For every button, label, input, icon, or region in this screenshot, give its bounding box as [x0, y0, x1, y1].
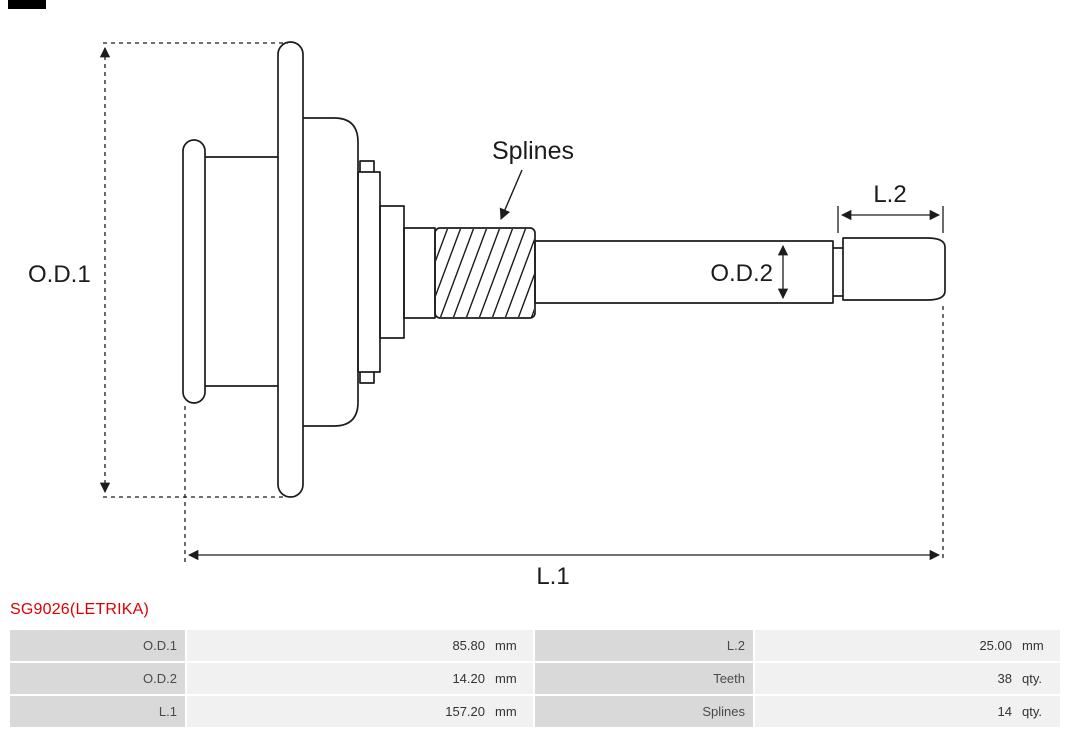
- l2-label: L.2: [873, 181, 906, 208]
- spec-od2-value: 14.20 mm: [187, 663, 533, 694]
- spec-splines-value: 14 qty.: [755, 696, 1060, 727]
- spec-table: O.D.1 85.80 mm L.2 25.00 mm O.D.2 14.20 …: [10, 630, 1060, 727]
- pulley-outer-flange: [277, 41, 304, 498]
- pulley-inner-flange: [182, 139, 206, 404]
- spec-splines-label: Splines: [535, 696, 753, 727]
- spec-l2-value: 25.00 mm: [755, 630, 1060, 661]
- spec-value-text: 14: [997, 704, 1012, 719]
- spline-collar: [403, 227, 436, 319]
- od2-label: O.D.2: [710, 260, 773, 287]
- spec-unit-text: mm: [495, 704, 517, 719]
- spec-label-text: Teeth: [713, 671, 745, 686]
- spec-label-text: L.1: [158, 704, 177, 719]
- spec-teeth-label: Teeth: [535, 663, 753, 694]
- spec-unit-text: qty.: [1022, 671, 1042, 686]
- spec-unit-text: mm: [1022, 638, 1044, 653]
- technical-drawing: O.D.1 O.D.2 L.2 L.1 Splines: [28, 41, 946, 590]
- spec-l2-label: L.2: [535, 630, 753, 661]
- od1-label: O.D.1: [28, 261, 91, 288]
- spec-od1-label: O.D.1: [10, 630, 185, 661]
- l1-label: L.1: [536, 563, 569, 590]
- spline-hatching: [436, 229, 534, 317]
- dimension-l1: [184, 306, 944, 562]
- spec-unit-text: mm: [495, 638, 517, 653]
- spec-label-text: O.D.2: [143, 671, 177, 686]
- body-step-2: [379, 205, 405, 339]
- spec-label-text: O.D.1: [143, 638, 177, 653]
- spec-value-text: 38: [997, 671, 1012, 686]
- spec-label-text: Splines: [702, 704, 745, 719]
- spec-l1-value: 157.20 mm: [187, 696, 533, 727]
- splines-label: Splines: [492, 137, 574, 165]
- spec-unit-text: qty.: [1022, 704, 1042, 719]
- shaft: [534, 240, 834, 304]
- body-tab-top: [359, 160, 375, 172]
- drive-body: [303, 117, 359, 427]
- spec-od2-label: O.D.2: [10, 663, 185, 694]
- logo-mark: [8, 0, 46, 9]
- splines-arrow: [499, 169, 523, 221]
- spec-od1-value: 85.80 mm: [187, 630, 533, 661]
- part-outline: [182, 41, 946, 498]
- body-tab-bottom: [359, 372, 375, 384]
- part-number: SG9026(LETRIKA): [10, 601, 150, 618]
- spec-label-text: L.2: [726, 638, 745, 653]
- spec-value-text: 85.80: [452, 638, 485, 653]
- body-step-1: [357, 171, 381, 373]
- shaft-end-journal: [842, 237, 946, 301]
- spec-value-text: 25.00: [979, 638, 1012, 653]
- spec-unit-text: mm: [495, 671, 517, 686]
- dimension-l2: [837, 206, 944, 233]
- spec-value-text: 14.20: [452, 671, 485, 686]
- dimension-od1: [99, 42, 288, 498]
- spec-l1-label: L.1: [10, 696, 185, 727]
- spec-teeth-value: 38 qty.: [755, 663, 1060, 694]
- spec-value-text: 157.20: [445, 704, 485, 719]
